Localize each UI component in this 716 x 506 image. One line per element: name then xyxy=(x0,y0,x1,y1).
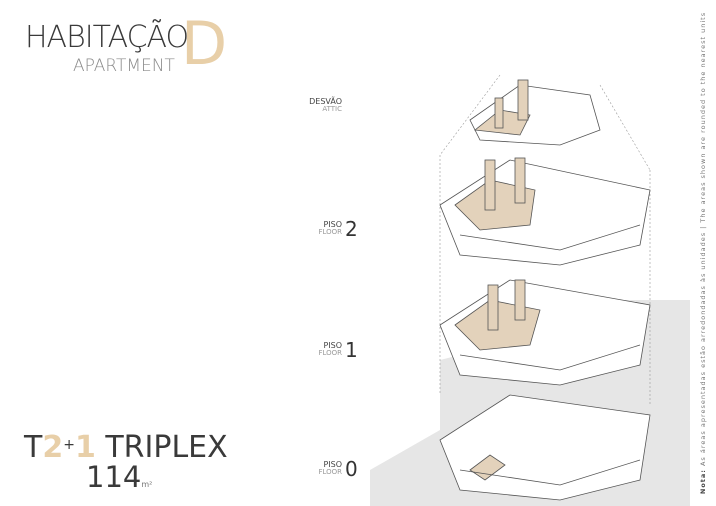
areas-note: Nota: As áreas apresentadas estão arredo… xyxy=(699,12,707,494)
level-label-en: FLOOR xyxy=(318,228,342,236)
level-label-en: ATTIC xyxy=(322,105,342,113)
page-subtitle: APARTMENT xyxy=(73,56,175,76)
floor-0-plan xyxy=(439,394,651,501)
attic-plan xyxy=(469,79,601,146)
typology: T2+1 TRIPLEX xyxy=(24,430,228,465)
level-label-en: FLOOR xyxy=(318,349,342,357)
level-label-pt: PISO xyxy=(323,341,342,350)
note-text: As áreas apresentadas estão arredondadas… xyxy=(699,11,707,467)
typology-bedrooms: 2 xyxy=(42,430,64,465)
level-label-pt: PISO xyxy=(323,220,342,229)
floor-2-plan xyxy=(439,157,651,266)
typology-plus: + xyxy=(63,437,75,453)
unit-area: 114m² xyxy=(86,460,152,494)
area-value: 114 xyxy=(86,460,142,494)
note-label: Nota: xyxy=(699,469,707,495)
typology-extra: 1 xyxy=(74,430,96,465)
typology-t: T xyxy=(24,430,43,465)
floor-1-plan xyxy=(439,279,651,386)
level-number: 0 xyxy=(345,457,358,481)
level-number: 2 xyxy=(345,217,358,241)
page-title: HABITAÇÃO xyxy=(25,20,189,55)
level-label-pt: DESVÃO xyxy=(309,97,342,106)
typology-type: TRIPLEX xyxy=(105,430,228,465)
level-number: 1 xyxy=(345,338,358,362)
level-label-pt: PISO xyxy=(323,460,342,469)
level-label-en: FLOOR xyxy=(318,468,342,476)
apartment-letter: D xyxy=(181,9,228,79)
area-unit: m² xyxy=(141,480,153,489)
